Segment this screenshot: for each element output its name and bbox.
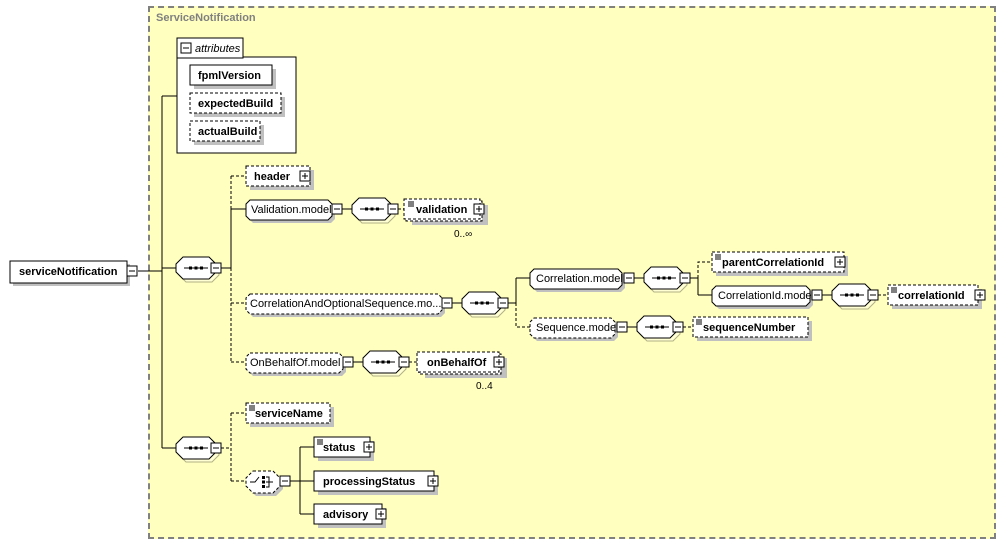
group-sequence-model[interactable]: Sequence.model <box>529 317 628 341</box>
svg-text:OnBehalfOf.model: OnBehalfOf.model <box>250 357 341 369</box>
collapse-icon[interactable] <box>811 289 823 301</box>
collapse-icon[interactable] <box>497 297 509 309</box>
attributes-group: attributes fpmlVersion expectedBuild act… <box>176 37 297 154</box>
element-advisory[interactable]: advisory <box>313 503 387 528</box>
svg-text:parentCorrelationId: parentCorrelationId <box>722 257 824 269</box>
collapse-icon[interactable] <box>342 356 354 368</box>
element-header[interactable]: header <box>245 165 314 190</box>
element-sequence-number[interactable]: sequenceNumber <box>692 316 812 341</box>
svg-text:serviceName: serviceName <box>255 408 323 420</box>
expand-icon[interactable] <box>493 356 505 368</box>
element-validation[interactable]: validation 0..∞ <box>403 198 488 240</box>
type-title: ServiceNotification <box>156 12 256 24</box>
svg-text:correlationId: correlationId <box>898 290 965 302</box>
expand-icon[interactable] <box>974 289 986 301</box>
cardinality-label: 0..4 <box>476 381 493 392</box>
collapse-icon[interactable] <box>331 203 343 215</box>
svg-text:processingStatus: processingStatus <box>323 476 415 488</box>
svg-text:CorrelationAndOptionalSequence: CorrelationAndOptionalSequence.mo... <box>250 298 441 310</box>
svg-text:status: status <box>323 442 355 454</box>
root-element-service-notification[interactable]: serviceNotification <box>9 260 138 286</box>
attribute-fpml-version[interactable]: fpmlVersion <box>189 64 276 89</box>
svg-text:CorrelationId.model: CorrelationId.model <box>718 290 814 302</box>
connectors <box>138 95 888 515</box>
sequence-compositor-1[interactable] <box>175 256 222 283</box>
svg-text:advisory: advisory <box>323 509 369 521</box>
cardinality-label: 0..∞ <box>454 229 472 240</box>
svg-text:sequenceNumber: sequenceNumber <box>703 322 796 334</box>
group-on-behalf-of-model[interactable]: OnBehalfOf.model <box>245 352 354 376</box>
expand-icon[interactable] <box>363 441 375 453</box>
group-correlation-model[interactable]: Correlation.model <box>529 268 635 292</box>
svg-text:Sequence.model: Sequence.model <box>536 322 619 334</box>
collapse-icon[interactable] <box>126 265 138 277</box>
collapse-icon[interactable] <box>441 297 453 309</box>
element-on-behalf-of[interactable]: onBehalfOf 0..4 <box>416 351 507 392</box>
attribute-actual-build[interactable]: actualBuild <box>189 120 264 145</box>
sequence-compositor-sequence-model[interactable] <box>636 315 684 342</box>
element-parent-correlation-id[interactable]: parentCorrelationId <box>711 251 848 276</box>
svg-text:expectedBuild: expectedBuild <box>198 98 273 110</box>
choice-icon <box>250 476 260 483</box>
sequence-compositor-correlation[interactable] <box>461 291 509 318</box>
element-correlation-id[interactable]: correlationId <box>887 284 986 309</box>
expand-icon[interactable] <box>834 256 846 268</box>
root-label: serviceNotification <box>19 266 118 278</box>
expand-icon[interactable] <box>375 508 387 520</box>
element-processing-status[interactable]: processingStatus <box>313 470 439 495</box>
collapse-icon[interactable] <box>679 272 691 284</box>
sequence-compositor-correlation-model[interactable] <box>643 266 691 293</box>
collapse-icon[interactable] <box>210 262 222 274</box>
collapse-icon[interactable] <box>623 272 635 284</box>
choice-compositor[interactable] <box>245 470 291 496</box>
attribute-expected-build[interactable]: expectedBuild <box>189 92 285 117</box>
sequence-compositor-2[interactable] <box>175 436 222 463</box>
svg-text:validation: validation <box>416 204 468 216</box>
collapse-icon[interactable] <box>279 475 291 487</box>
group-correlation-and-optional-sequence-model[interactable]: CorrelationAndOptionalSequence.mo... <box>245 293 453 317</box>
collapse-icon[interactable] <box>387 203 399 215</box>
collapse-icon[interactable] <box>210 442 222 454</box>
svg-text:actualBuild: actualBuild <box>198 126 257 138</box>
group-validation-model[interactable]: Validation.model <box>245 199 343 223</box>
group-correlation-id-model[interactable]: CorrelationId.model <box>711 285 823 309</box>
collapse-icon[interactable] <box>672 321 684 333</box>
expand-icon[interactable] <box>473 203 485 215</box>
collapse-icon[interactable] <box>616 321 628 333</box>
svg-text:Validation.model: Validation.model <box>251 204 332 216</box>
attributes-label: attributes <box>195 43 241 55</box>
svg-text:fpmlVersion: fpmlVersion <box>198 70 261 82</box>
element-service-name[interactable]: serviceName <box>245 402 334 427</box>
expand-icon[interactable] <box>299 170 311 182</box>
sequence-compositor-correlation-id[interactable] <box>831 283 879 310</box>
collapse-icon[interactable] <box>398 356 410 368</box>
collapse-icon[interactable] <box>867 289 879 301</box>
sequence-compositor-validation[interactable] <box>351 197 399 224</box>
collapse-icon[interactable] <box>180 42 192 54</box>
svg-text:Correlation.model: Correlation.model <box>536 273 623 285</box>
svg-text:header: header <box>254 171 291 183</box>
element-status[interactable]: status <box>313 436 375 461</box>
svg-text:onBehalfOf: onBehalfOf <box>427 357 487 369</box>
sequence-compositor-on-behalf-of[interactable] <box>362 350 410 377</box>
expand-icon[interactable] <box>427 475 439 487</box>
